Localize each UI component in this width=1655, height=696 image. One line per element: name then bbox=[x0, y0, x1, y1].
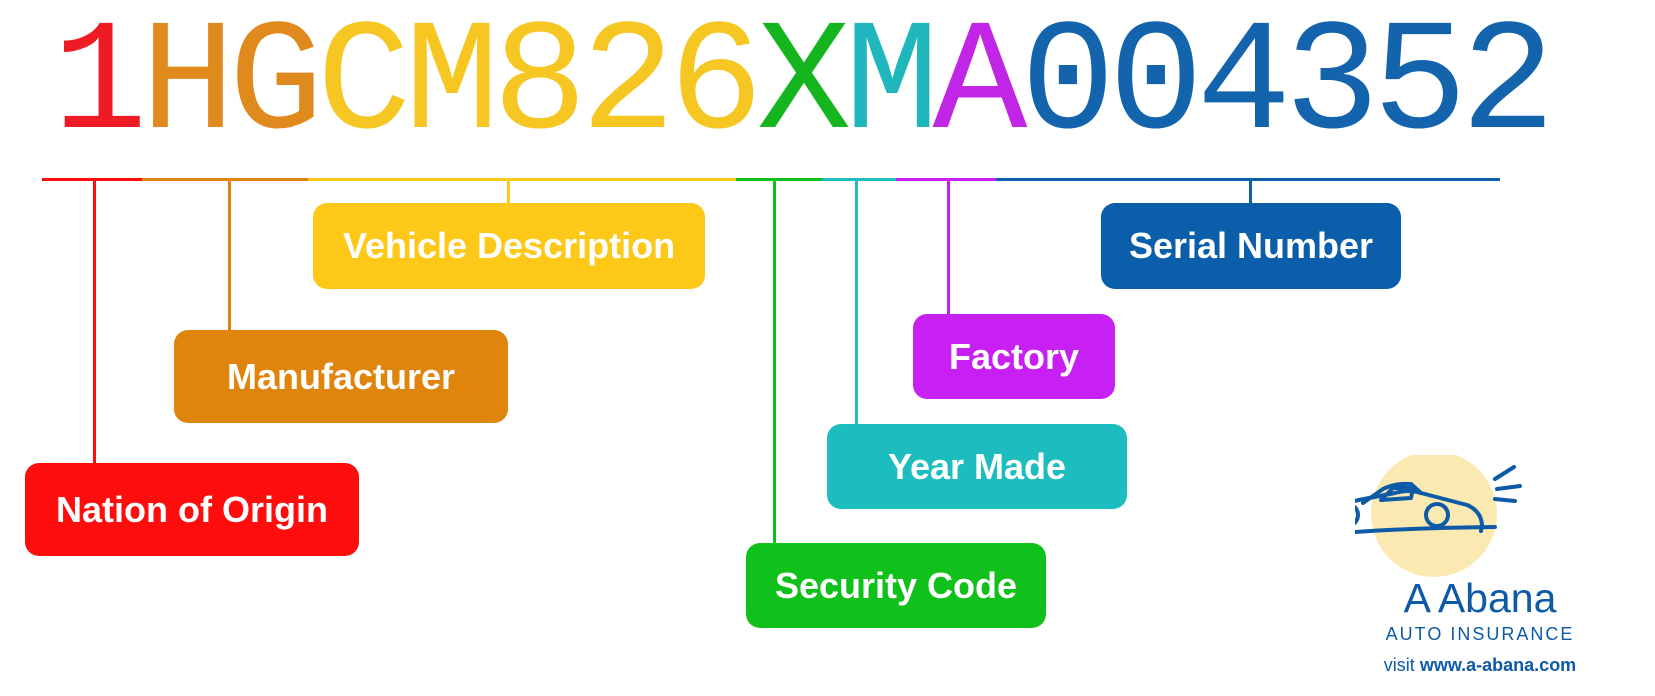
timeline-segment-factory bbox=[896, 178, 996, 181]
vin-char-12: 0 bbox=[1020, 0, 1116, 175]
vin-char-16: 5 bbox=[1372, 0, 1468, 175]
vin-char-3: G bbox=[228, 0, 324, 175]
website-link[interactable]: www.a-abana.com bbox=[1419, 655, 1577, 675]
logo-visit-line: visit www.a-abana.com bbox=[1340, 654, 1620, 676]
timeline-segment-security bbox=[736, 178, 822, 181]
timeline-segment-description bbox=[308, 178, 736, 181]
vin-char-17: 2 bbox=[1460, 0, 1556, 175]
connector-manufacturer bbox=[228, 178, 231, 330]
vin-char-10: M bbox=[844, 0, 940, 175]
connector-factory bbox=[947, 178, 950, 314]
vin-char-4: C bbox=[316, 0, 412, 175]
vin-char-8: 6 bbox=[668, 0, 764, 175]
timeline-segment-year bbox=[822, 178, 896, 181]
label-vehicle-description: Vehicle Description bbox=[313, 203, 705, 289]
car-icon bbox=[1286, 451, 1522, 577]
visit-prefix: visit bbox=[1383, 655, 1415, 675]
connector-security bbox=[773, 178, 776, 544]
timeline-segment-nation bbox=[42, 178, 142, 181]
vin-char-6: 8 bbox=[492, 0, 588, 175]
vin-char-15: 3 bbox=[1284, 0, 1380, 175]
timeline-segment-serial bbox=[996, 178, 1500, 181]
vin-char-5: M bbox=[404, 0, 500, 175]
vin-char-14: 4 bbox=[1196, 0, 1292, 175]
label-manufacturer: Manufacturer bbox=[174, 330, 508, 423]
vin-char-2: H bbox=[140, 0, 236, 175]
label-factory: Factory bbox=[913, 314, 1115, 399]
connector-description bbox=[507, 178, 510, 204]
vin-char-11: A bbox=[932, 0, 1028, 175]
vin-char-9: X bbox=[756, 0, 852, 175]
connector-nation bbox=[93, 178, 96, 464]
vin-char-1: 1 bbox=[52, 0, 148, 175]
connector-year bbox=[855, 178, 858, 424]
label-security-code: Security Code bbox=[746, 543, 1046, 628]
label-nation-of-origin: Nation of Origin bbox=[25, 463, 359, 556]
label-serial-number: Serial Number bbox=[1101, 203, 1401, 289]
connector-serial bbox=[1249, 178, 1252, 204]
logo-subtitle: AUTO INSURANCE bbox=[1385, 624, 1575, 644]
vin-char-13: 0 bbox=[1108, 0, 1204, 175]
company-logo bbox=[1286, 451, 1625, 690]
label-year-made: Year Made bbox=[827, 424, 1127, 509]
logo-name: A Abana bbox=[1403, 575, 1557, 621]
timeline-segment-manufacturer bbox=[142, 178, 308, 181]
vin-char-7: 2 bbox=[580, 0, 676, 175]
